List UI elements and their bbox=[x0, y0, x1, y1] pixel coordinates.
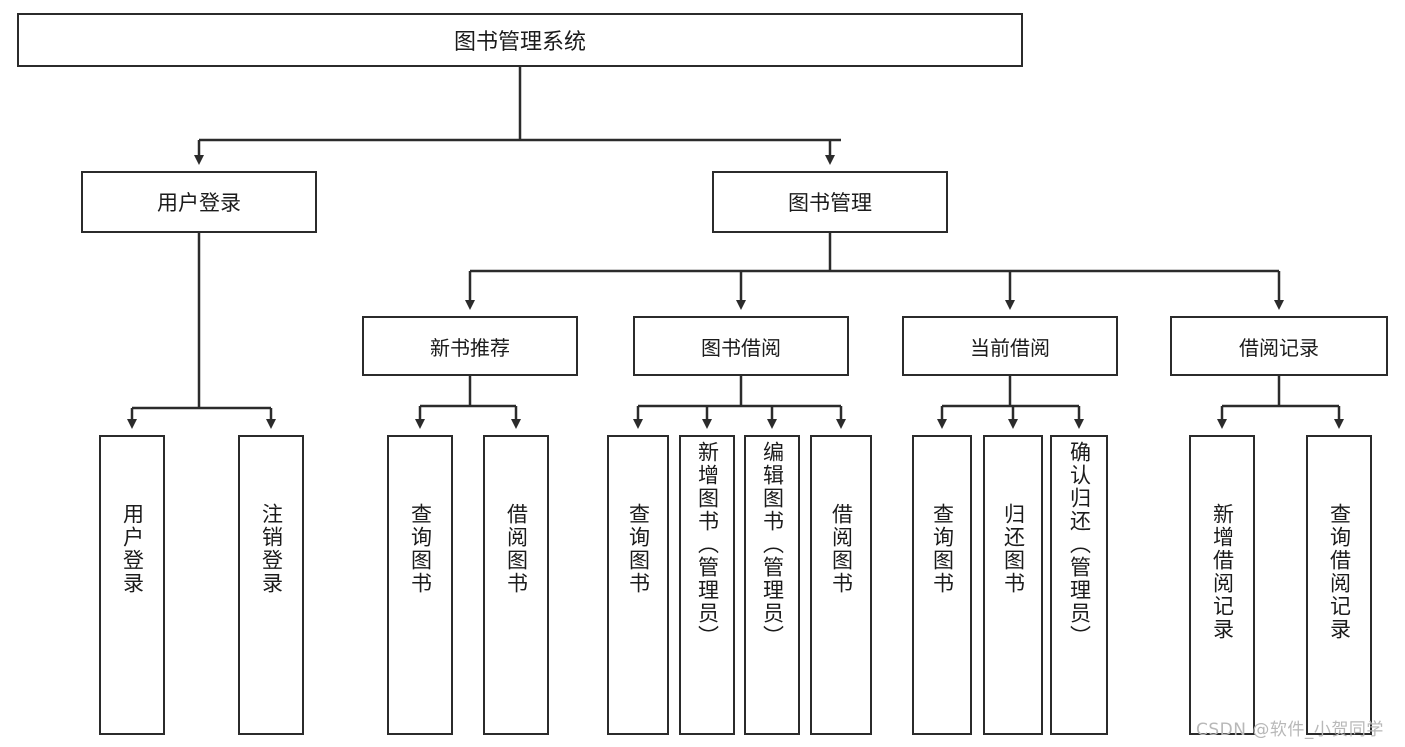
node-leaf-query-borrow-record[interactable]: 查询借阅记录 bbox=[1306, 435, 1372, 735]
node-leaf-borrow-book-recommend-label: 借阅图书 bbox=[504, 503, 529, 595]
node-leaf-query-book-recommend[interactable]: 查询图书 bbox=[387, 435, 453, 735]
node-leaf-return-book-label: 归还图书 bbox=[1001, 503, 1026, 595]
node-new-book-recommend-label: 新书推荐 bbox=[430, 335, 510, 360]
node-leaf-borrow-book-recommend[interactable]: 借阅图书 bbox=[483, 435, 549, 735]
node-leaf-logout-login-label: 注销登录 bbox=[259, 503, 284, 595]
node-borrow-record[interactable]: 借阅记录 bbox=[1170, 316, 1388, 376]
node-leaf-query-book-recommend-label: 查询图书 bbox=[408, 503, 433, 595]
node-leaf-confirm-return-admin-label: 确认归还（管理员） bbox=[1067, 441, 1092, 648]
node-leaf-user-login[interactable]: 用户登录 bbox=[99, 435, 165, 735]
node-user-login[interactable]: 用户登录 bbox=[81, 171, 317, 233]
node-leaf-edit-book-admin-label: 编辑图书（管理员） bbox=[760, 441, 785, 648]
node-root-system[interactable]: 图书管理系统 bbox=[17, 13, 1023, 67]
node-leaf-query-borrow-record-label: 查询借阅记录 bbox=[1327, 503, 1352, 641]
node-borrow-record-label: 借阅记录 bbox=[1239, 335, 1319, 360]
csdn-watermark: CSDN @软件_小贺同学 bbox=[1196, 720, 1384, 740]
node-user-login-label: 用户登录 bbox=[157, 191, 241, 215]
node-book-management-label: 图书管理 bbox=[788, 191, 872, 215]
node-root-system-label: 图书管理系统 bbox=[453, 30, 586, 55]
node-book-borrow[interactable]: 图书借阅 bbox=[633, 316, 849, 376]
node-leaf-confirm-return-admin[interactable]: 确认归还（管理员） bbox=[1050, 435, 1108, 735]
node-new-book-recommend[interactable]: 新书推荐 bbox=[362, 316, 578, 376]
node-leaf-borrow-book-label: 借阅图书 bbox=[829, 503, 854, 595]
node-leaf-add-borrow-record[interactable]: 新增借阅记录 bbox=[1189, 435, 1255, 735]
node-leaf-borrow-book[interactable]: 借阅图书 bbox=[810, 435, 872, 735]
node-leaf-logout-login[interactable]: 注销登录 bbox=[238, 435, 304, 735]
node-leaf-query-book-current[interactable]: 查询图书 bbox=[912, 435, 972, 735]
node-leaf-edit-book-admin[interactable]: 编辑图书（管理员） bbox=[744, 435, 800, 735]
node-leaf-return-book[interactable]: 归还图书 bbox=[983, 435, 1043, 735]
node-current-borrow-label: 当前借阅 bbox=[970, 335, 1050, 360]
node-leaf-add-borrow-record-label: 新增借阅记录 bbox=[1210, 503, 1235, 641]
node-book-management[interactable]: 图书管理 bbox=[712, 171, 948, 233]
node-leaf-query-book-borrow-label: 查询图书 bbox=[626, 503, 651, 595]
node-current-borrow[interactable]: 当前借阅 bbox=[902, 316, 1118, 376]
node-book-borrow-label: 图书借阅 bbox=[701, 335, 781, 360]
node-leaf-add-book-admin[interactable]: 新增图书（管理员） bbox=[679, 435, 735, 735]
node-leaf-add-book-admin-label: 新增图书（管理员） bbox=[695, 441, 720, 648]
node-leaf-query-book-borrow[interactable]: 查询图书 bbox=[607, 435, 669, 735]
node-leaf-query-book-current-label: 查询图书 bbox=[930, 503, 955, 595]
node-leaf-user-login-label: 用户登录 bbox=[120, 503, 145, 595]
